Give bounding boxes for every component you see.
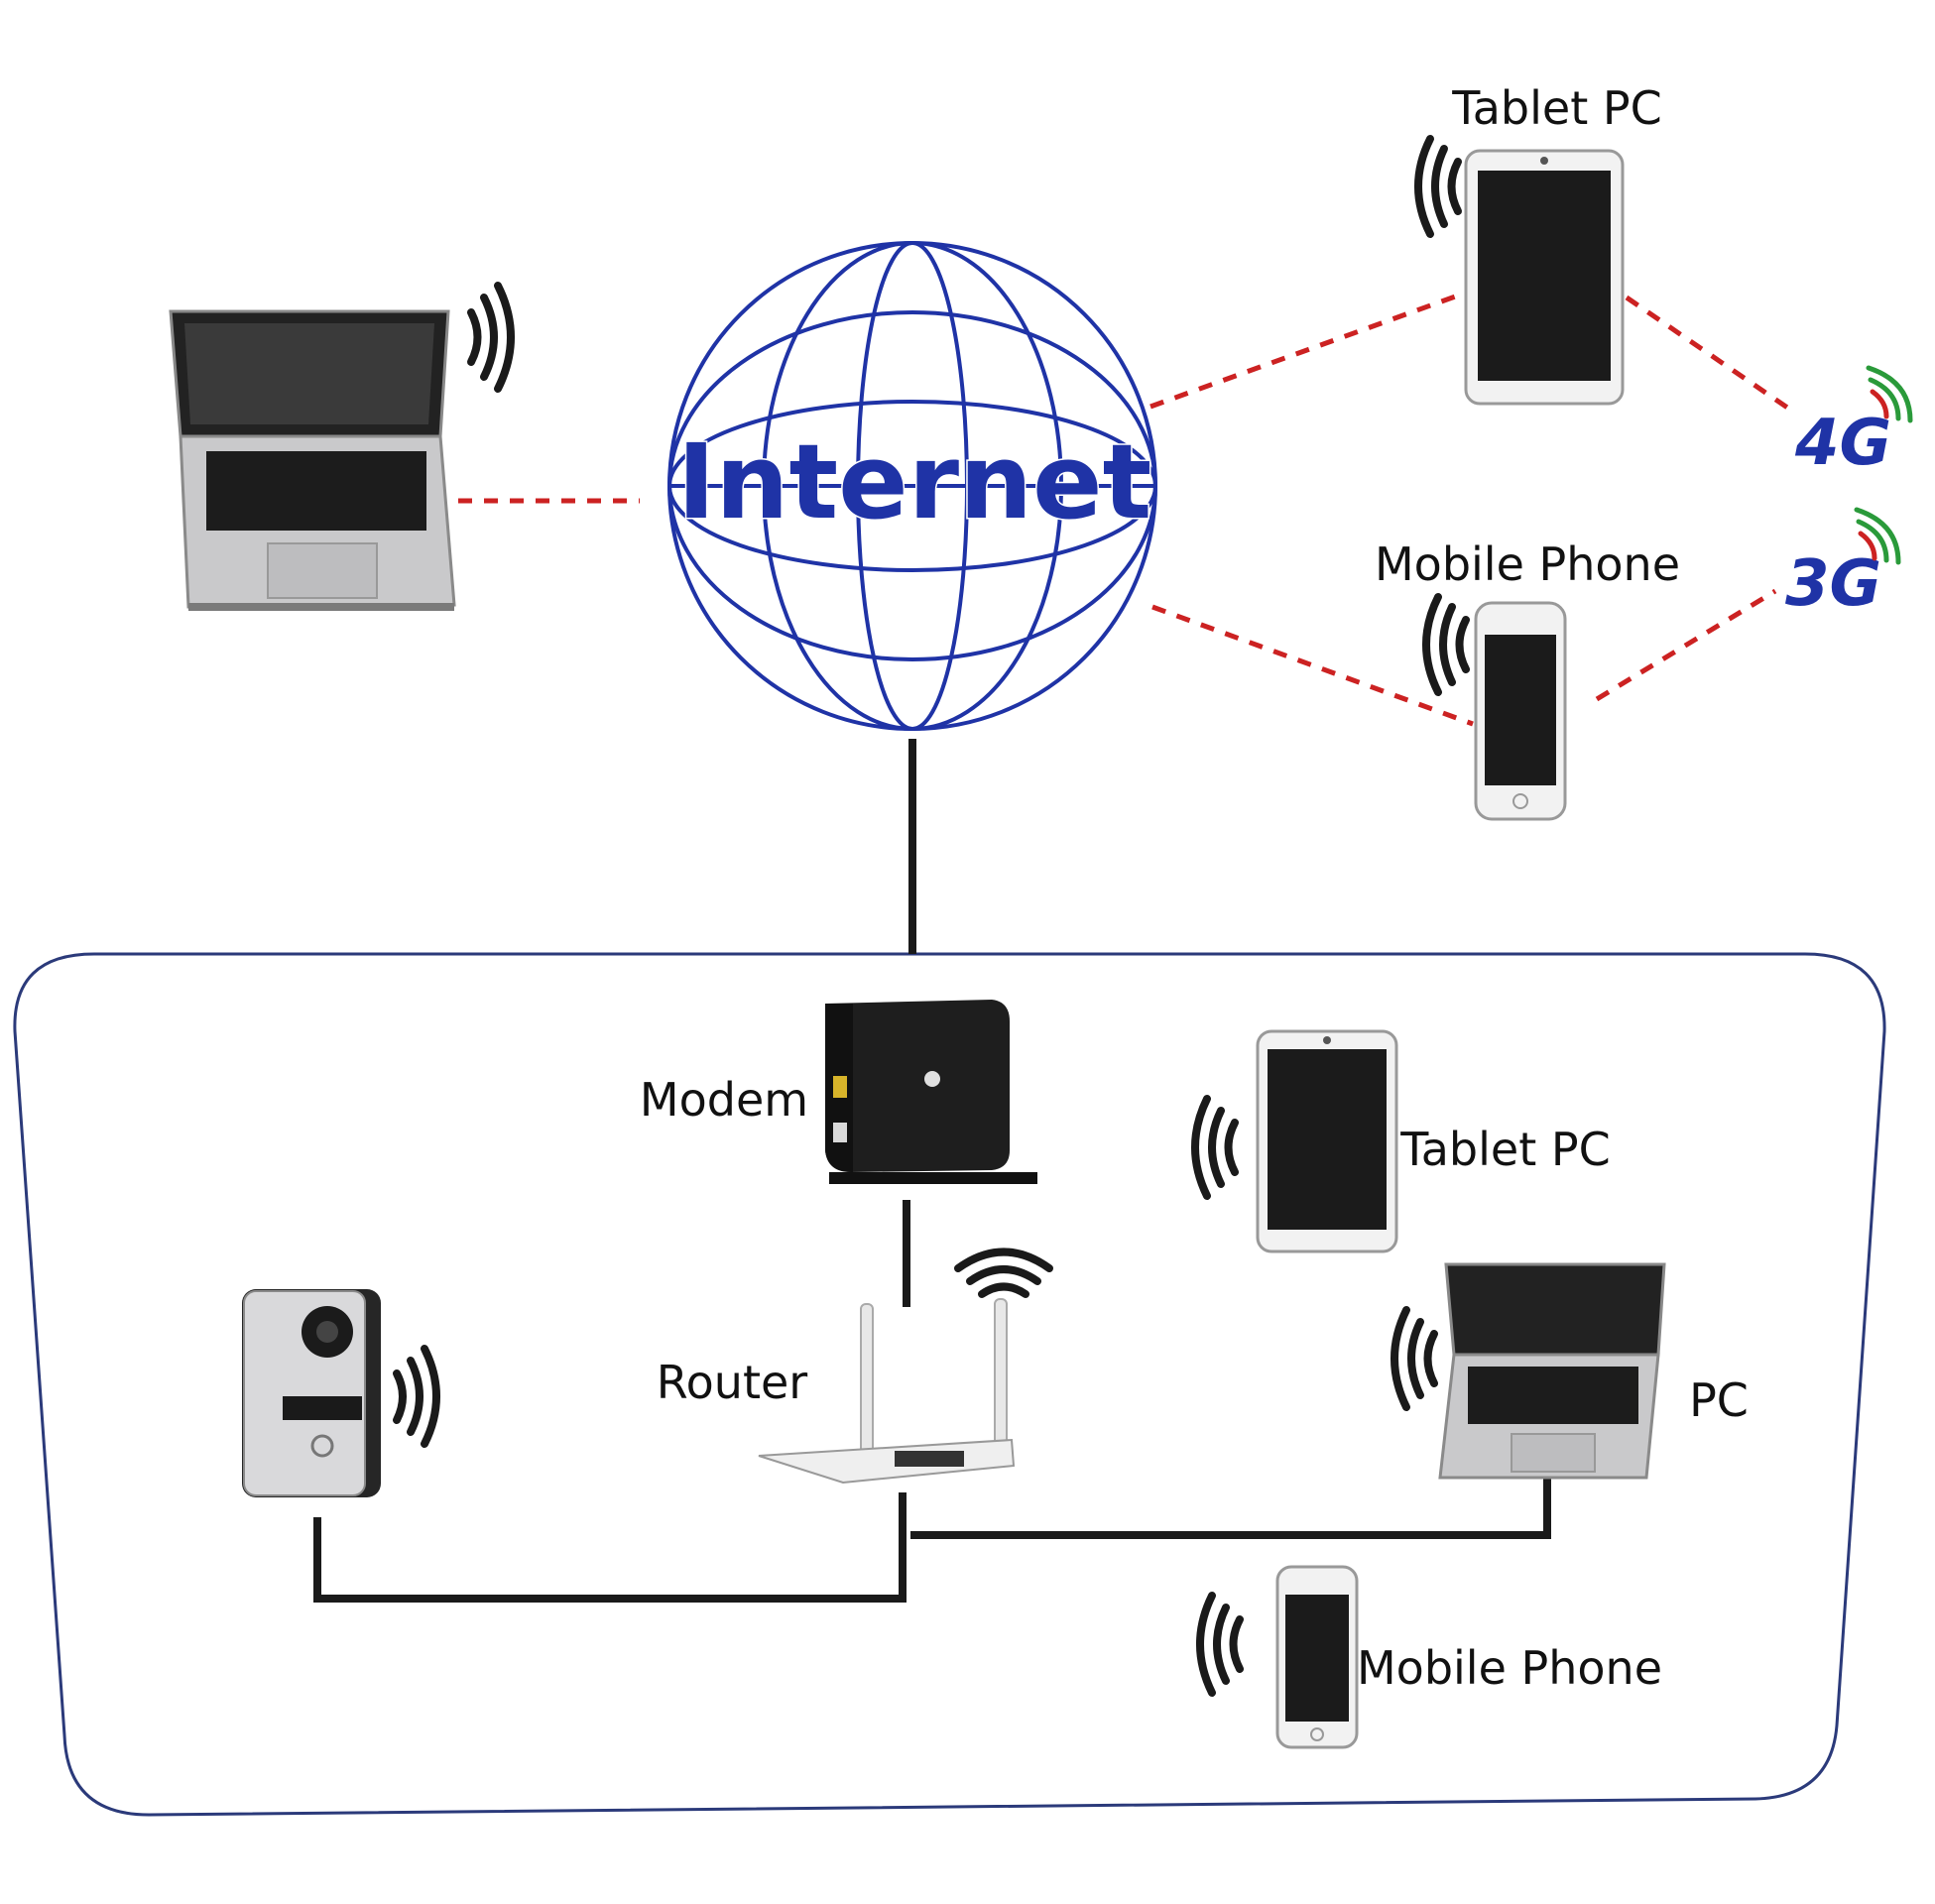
lan-tablet-label: Tablet PC	[1399, 1123, 1610, 1176]
link-router-pc	[910, 1478, 1551, 1539]
signal-icon	[1866, 365, 1913, 423]
link-router-doorbell	[313, 1492, 907, 1603]
signal-icon	[1414, 135, 1462, 238]
laptop-icon	[1438, 1262, 1666, 1480]
mobile-phone-icon	[1275, 1565, 1359, 1749]
globe-icon	[667, 241, 1157, 731]
link-internet-tablet	[1149, 293, 1459, 410]
signal-icon	[1854, 507, 1901, 565]
internet-label: Internet	[677, 421, 1152, 542]
wireless-links	[458, 293, 1795, 727]
signal-icon	[1196, 1592, 1244, 1697]
lan-boundary	[13, 952, 1886, 1817]
video-doorbell-icon	[242, 1289, 381, 1497]
wifi-icon	[954, 1248, 1053, 1298]
mobile-phone-icon	[1474, 601, 1567, 821]
tablet-icon	[1256, 1029, 1398, 1253]
network-3g-label: 3G	[1785, 547, 1881, 621]
remote-tablet-label: Tablet PC	[1451, 81, 1661, 135]
modem-icon	[825, 1000, 1037, 1184]
router-icon	[758, 1298, 1016, 1485]
link-phone-3g	[1595, 588, 1777, 702]
lan-phone-label: Mobile Phone	[1357, 1641, 1662, 1695]
signal-icon	[1191, 1095, 1239, 1200]
link-internet-phone	[1151, 604, 1474, 727]
remote-phone-label: Mobile Phone	[1375, 537, 1680, 591]
signal-icon	[1422, 593, 1470, 696]
laptop-icon	[169, 309, 456, 611]
network-4g-label: 4G	[1794, 407, 1891, 480]
modem-label: Modem	[640, 1073, 808, 1127]
link-tablet-4g	[1625, 295, 1795, 415]
signal-icon	[467, 282, 515, 393]
router-label: Router	[657, 1356, 808, 1409]
lan-pc-label: PC	[1689, 1373, 1749, 1427]
tablet-icon	[1464, 149, 1625, 406]
wired-links	[313, 739, 1551, 1603]
signal-icon	[1391, 1306, 1438, 1411]
signal-icon	[393, 1345, 440, 1448]
